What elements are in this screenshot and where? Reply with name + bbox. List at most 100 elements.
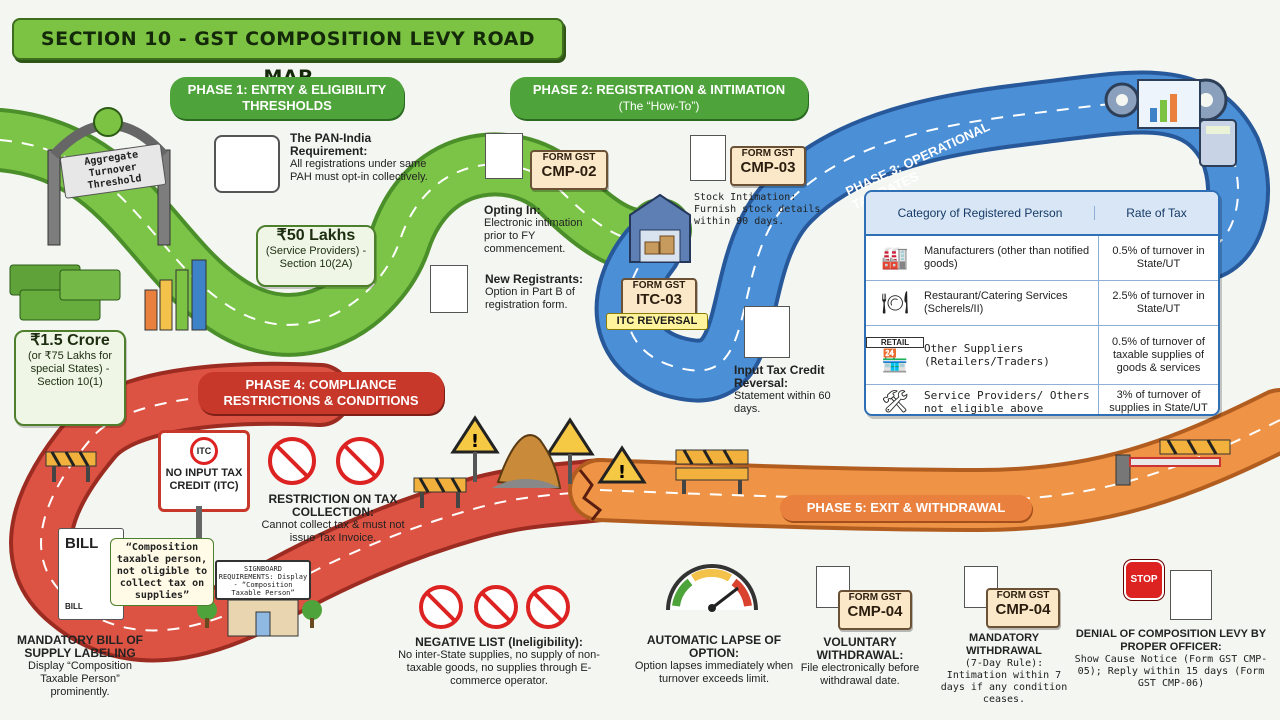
warning-sign-2-icon: !: [597, 445, 647, 484]
no-tax-invoice-icon: [336, 437, 384, 485]
form-cmp04-mandatory: FORM GST CMP-04: [986, 588, 1060, 628]
row-rate: 2.5% of turnover in State/UT: [1098, 281, 1218, 325]
itc-reversal-title: Input Tax Credit Reversal:: [734, 363, 825, 390]
page-title: SECTION 10 - GST COMPOSITION LEVY ROAD M…: [12, 18, 564, 88]
phase2-label: PHASE 2: REGISTRATION & INTIMATION (The …: [510, 77, 808, 119]
mandatory-withdrawal-text: (7-Day Rule): Intimation within 7 days i…: [940, 658, 1068, 705]
row-category: Other Suppliers (Retailers/Traders): [924, 342, 1050, 368]
goods-text: (or ₹75 Lakhs for special States) - Sect…: [27, 350, 113, 388]
stock-intimation-note: Stock Intimation: Furnish stock details …: [694, 192, 821, 227]
money-stack-icon: [9, 264, 121, 321]
header-category: Category of Registered Person: [897, 206, 1063, 220]
bill-labeling-text: Display “Composition Taxable Person” pro…: [28, 660, 132, 698]
gate-arch-icon: [47, 107, 171, 246]
landslide-sign-icon: [545, 417, 595, 484]
table-row: 🛠 Service Providers/ Others not eligible…: [866, 385, 1218, 415]
restaurant-icon: 🍽: [881, 290, 909, 315]
cmp04a-line1: FORM GST: [848, 592, 902, 603]
service-threshold-card: ₹50 Lakhs (Service Providers) - Section …: [256, 225, 376, 287]
voluntary-withdrawal-text: File electronically before withdrawal da…: [800, 662, 920, 687]
form-cmp03: FORM GST CMP-03: [730, 146, 806, 186]
sign-post: [196, 506, 202, 540]
denial-text: Show Cause Notice (Form GST CMP-05); Rep…: [1074, 654, 1268, 689]
pan-india-text: All registrations under same PAH must op…: [290, 158, 428, 183]
negative-list-note: NEGATIVE LIST (Ineligibility): No inter-…: [394, 636, 604, 688]
phase4-label: PHASE 4: COMPLIANCE RESTRICTIONS & CONDI…: [198, 372, 444, 414]
new-registrants-text: Option in Part B of registration form.: [485, 286, 575, 311]
new-registrants-title: New Registrants:: [485, 272, 584, 286]
cmp02-line1: FORM GST: [542, 152, 596, 163]
pan-india-note: The PAN-India Requirement: All registrat…: [290, 132, 440, 184]
automatic-lapse-note: AUTOMATIC LAPSE OF OPTION: Option lapses…: [634, 634, 794, 686]
tax-rate-table: Category of Registered Person Rate of Ta…: [864, 190, 1220, 416]
no-ecommerce-icon: [526, 585, 570, 629]
bill-quote-box: “Composition taxable person, not oligibl…: [110, 538, 214, 606]
barrier-mid-icon: [413, 477, 467, 508]
barrier-road-block-icon: [675, 449, 749, 494]
restriction-text: Cannot collect tax & must not issue Tax …: [261, 519, 405, 544]
restriction-note: RESTRICTION ON TAX COLLECTION: Cannot co…: [258, 493, 408, 545]
barrier-left-icon: [45, 451, 97, 482]
cmp04b-line1: FORM GST: [996, 590, 1050, 601]
svg-text:!: !: [471, 431, 479, 452]
negative-list-title: NEGATIVE LIST (Ineligibility):: [415, 635, 583, 649]
rock-pile-icon: [492, 434, 562, 490]
itc-prohibited-icon: ITC: [190, 437, 218, 465]
new-registrants-note: New Registrants: Option in Part B of reg…: [485, 273, 595, 312]
row-category: Service Providers/ Others not eligible a…: [924, 389, 1090, 415]
itc-reversal-text: Statement within 60 days.: [734, 390, 831, 415]
phase2-label-sub: (The “How-To”): [618, 99, 700, 113]
negative-list-text: No inter-State supplies, no supply of no…: [398, 649, 600, 687]
factory-icon: 🏭: [881, 245, 909, 270]
shop-icon: [227, 599, 299, 637]
document-calendar-icon: [485, 133, 523, 179]
no-itc-sign: ITC NO INPUT TAX CREDIT (ITC): [158, 430, 250, 512]
road-crack-icon: [578, 469, 603, 521]
header-rate: Rate of Tax: [1094, 206, 1218, 220]
flow-diagram-icon: [214, 135, 280, 193]
bill-labeling-title: MANDATORY BILL OF SUPPLY LABELING: [17, 633, 143, 660]
service-text: (Service Providers) - Section 10(2A): [265, 245, 367, 270]
growth-bars-icon: [144, 259, 207, 331]
speedometer-icon: [666, 564, 758, 612]
table-row: RETAIL🏪 Other Suppliers (Retailers/Trade…: [866, 326, 1218, 385]
no-interstate-icon: [419, 585, 463, 629]
barrier-right-icon: [1159, 439, 1231, 455]
bill-small-label: BILL: [65, 602, 83, 611]
svg-text:!: !: [618, 462, 626, 483]
phase1-label: PHASE 1: ENTRY & ELIGIBILITY THRESHOLDS: [170, 77, 404, 119]
signboard-text: SIGNBOARD REQUIREMENTS: Display - “Compo…: [218, 565, 308, 597]
form-cmp04-voluntary: FORM GST CMP-04: [838, 590, 912, 630]
goods-amount: ₹1.5 Crore: [30, 332, 110, 349]
itc-reversal-note: Input Tax Credit Reversal: Statement wit…: [734, 364, 834, 416]
no-tax-collection-icon: [268, 437, 316, 485]
notice-documents-icon: [1170, 570, 1212, 620]
row-rate: 0.5% of turnover in State/UT: [1098, 236, 1218, 280]
no-nontaxable-goods-icon: [474, 585, 518, 629]
row-rate: 0.5% of turnover of taxable supplies of …: [1098, 326, 1218, 384]
opting-in-note: Opting In: Electronic intimation prior t…: [484, 204, 594, 256]
table-row: 🍽 Restaurant/Catering Services (Scherels…: [866, 281, 1218, 326]
monitor-chart-icon: [1137, 79, 1201, 129]
opting-in-title: Opting In:: [484, 203, 541, 217]
bill-label: BILL: [65, 535, 99, 552]
denial-note: DENIAL OF COMPOSITION LEVY BY PROPER OFF…: [1066, 628, 1276, 690]
phase2-label-main: PHASE 2: REGISTRATION & INTIMATION: [532, 82, 786, 97]
row-category: Manufacturers (other than notified goods…: [924, 245, 1090, 270]
denial-title: DENIAL OF COMPOSITION LEVY BY PROPER OFF…: [1075, 628, 1267, 653]
itc03-line1: FORM GST: [632, 280, 686, 291]
toll-barrier-icon: [1115, 454, 1221, 486]
retail-badge: RETAIL: [866, 336, 924, 348]
voluntary-withdrawal-title: VOLUNTARY WITHDRAWAL:: [816, 635, 904, 662]
restriction-title: RESTRICTION ON TAX COLLECTION:: [268, 492, 398, 519]
pan-india-title: The PAN-India Requirement:: [290, 131, 372, 158]
row-rate: 3% of turnover of supplies in State/UT: [1098, 385, 1218, 414]
automatic-lapse-title: AUTOMATIC LAPSE OF OPTION:: [646, 633, 782, 660]
row-category: Restaurant/Catering Services (Scherels/I…: [924, 290, 1068, 315]
registration-document-icon: [430, 265, 468, 313]
stop-sign-icon: STOP: [1124, 560, 1164, 600]
phase5-label: PHASE 5: EXIT & WITHDRAWAL: [780, 495, 1032, 521]
service-amount: ₹50 Lakhs: [276, 227, 356, 244]
cmp03-line2: CMP-03: [740, 159, 796, 176]
cmp04b-line2: CMP-04: [995, 601, 1051, 618]
